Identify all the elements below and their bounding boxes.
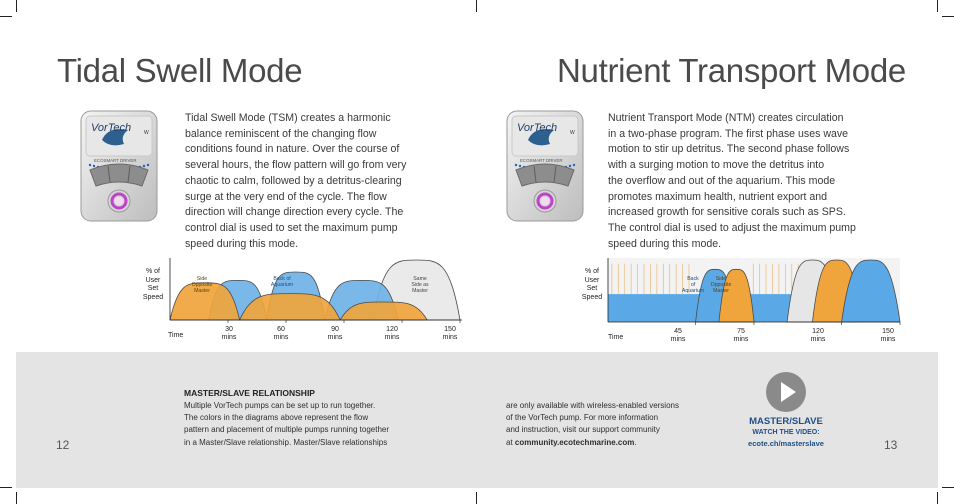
community-link[interactable]: community.ecotechmarine.com bbox=[514, 437, 635, 447]
section-text-col2: are only available with wireless-enabled… bbox=[506, 400, 736, 449]
crop-mark bbox=[0, 16, 12, 17]
page-number: 12 bbox=[56, 438, 70, 452]
video-subtitle: WATCH THE VIDEO: bbox=[752, 429, 820, 436]
crop-mark bbox=[476, 0, 477, 12]
section-text-line: are only available with wireless-enabled… bbox=[506, 401, 679, 410]
page-number: 13 bbox=[884, 438, 898, 452]
section-heading: MASTER/SLAVE RELATIONSHIP bbox=[184, 388, 315, 398]
x-tick-label: 75 mins bbox=[733, 328, 749, 343]
x-tick-label: 150 mins bbox=[880, 328, 896, 343]
section-text-line: at community.ecotechmarine.com. bbox=[506, 437, 637, 447]
series-arch bbox=[841, 259, 901, 323]
body-text: Nutrient Transport Mode (NTM) creates ci… bbox=[608, 112, 856, 250]
play-video-icon[interactable] bbox=[766, 372, 806, 412]
region-label: Side Opposite Master bbox=[191, 276, 213, 294]
section-text-line: and instruction, visit our support commu… bbox=[506, 425, 660, 435]
video-title: MASTER/SLAVE bbox=[749, 416, 823, 427]
x-tick-label: 60 mins bbox=[273, 326, 289, 341]
y-axis-label: % of User Set Speed bbox=[581, 268, 603, 301]
x-tick-label: 30 mins bbox=[221, 326, 237, 341]
crop-mark bbox=[16, 492, 17, 504]
region-label: Side Opposite Master bbox=[710, 276, 732, 294]
crop-mark bbox=[942, 487, 954, 488]
device-brand: VorTech bbox=[517, 122, 557, 134]
region-label: Back of Aquarium bbox=[270, 276, 294, 288]
x-axis-label: Time bbox=[608, 334, 624, 341]
section-text-col1: Multiple VorTech pumps can be set up to … bbox=[184, 401, 390, 447]
video-link[interactable]: ecote.ch/masterslave bbox=[748, 439, 824, 448]
series-arch bbox=[238, 293, 341, 321]
page-title: Nutrient Transport Mode bbox=[557, 52, 906, 89]
y-axis-label: % of User Set Speed bbox=[142, 268, 164, 301]
ntm-chart: % of User Set Speed Time 45 mins 75 mins… bbox=[578, 256, 908, 348]
series-arch bbox=[169, 282, 241, 321]
crop-mark bbox=[476, 492, 477, 504]
section-text-line: of the VorTech pump. For more informatio… bbox=[506, 413, 659, 423]
region-label: Back of Aquarium bbox=[681, 276, 705, 294]
x-tick-label: 120 mins bbox=[384, 326, 400, 341]
x-tick-label: 90 mins bbox=[327, 326, 343, 341]
x-tick-label: 120 mins bbox=[810, 328, 826, 343]
page-title: Tidal Swell Mode bbox=[57, 52, 303, 89]
x-tick-label: 45 mins bbox=[670, 328, 686, 343]
crop-mark bbox=[937, 0, 938, 12]
series-arch bbox=[339, 301, 428, 321]
body-text: Tidal Swell Mode (TSM) creates a harmoni… bbox=[185, 112, 407, 250]
x-tick-label: 150 mins bbox=[442, 326, 458, 341]
tsm-chart-svg bbox=[169, 258, 462, 323]
device-mark: W bbox=[144, 130, 149, 136]
device-sub: ECOSMART DRIVER bbox=[94, 158, 137, 163]
crop-mark bbox=[942, 16, 954, 17]
device-brand: VorTech bbox=[91, 122, 131, 134]
crop-mark bbox=[937, 492, 938, 504]
ntm-chart-svg bbox=[607, 258, 901, 325]
series-arch bbox=[718, 268, 755, 323]
vortech-driver-image: VorTech W ECOSMART DRIVER bbox=[506, 110, 584, 222]
x-axis-label: Time bbox=[168, 332, 184, 339]
crop-mark bbox=[0, 487, 12, 488]
tsm-chart: % of User Set Speed Time 30 mins 60 mins… bbox=[140, 256, 470, 348]
device-sub: ECOSMART DRIVER bbox=[520, 158, 563, 163]
device-mark: W bbox=[570, 130, 575, 136]
vortech-driver-image: VorTech W ECOSMART DRIVER bbox=[80, 110, 158, 222]
region-label: Same Side as Master bbox=[411, 276, 429, 294]
crop-mark bbox=[16, 0, 17, 12]
